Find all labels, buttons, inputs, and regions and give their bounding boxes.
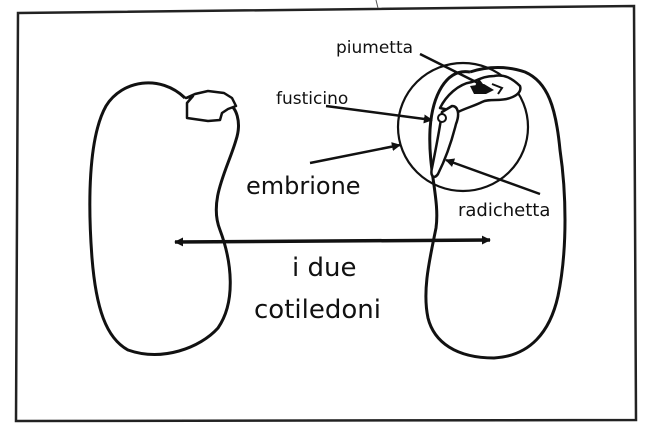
label-cotyledons-line1: i due bbox=[292, 253, 356, 283]
label-cotyledons-line2: cotiledoni bbox=[254, 295, 381, 325]
label-fusticino: fusticino bbox=[276, 89, 348, 109]
label-radichetta: radichetta bbox=[458, 200, 550, 221]
stem-node-dot bbox=[438, 114, 446, 122]
cotyledons-double-arrow bbox=[175, 240, 490, 242]
label-piumetta: piumetta bbox=[336, 38, 413, 58]
label-embrione: embrione bbox=[246, 172, 361, 200]
